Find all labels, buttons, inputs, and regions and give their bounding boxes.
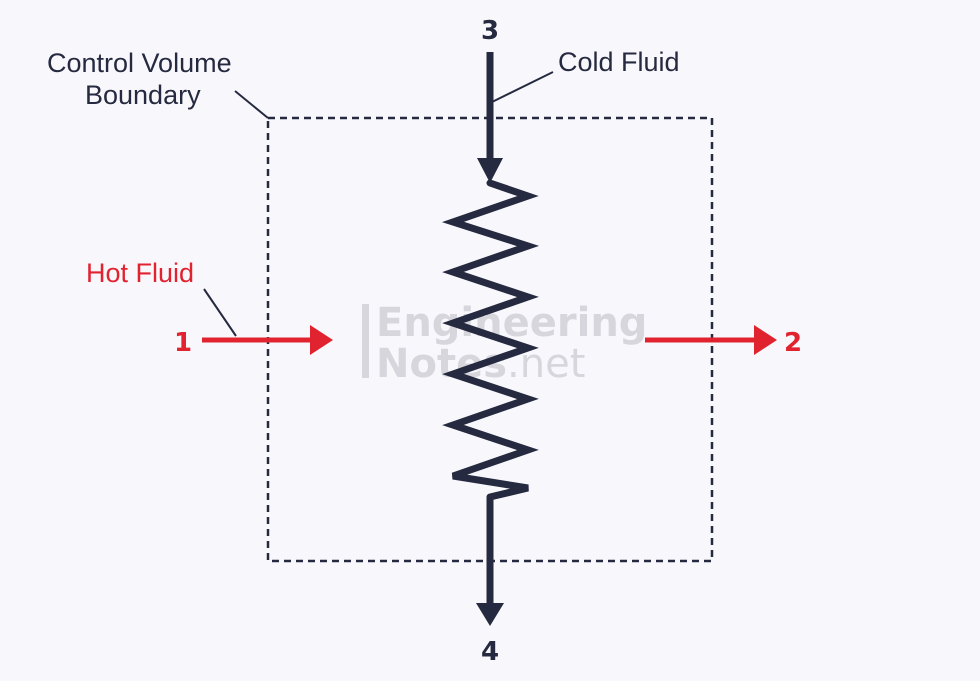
- hot-fluid-label: Hot Fluid: [86, 258, 194, 288]
- hot-fluid-leader-line: [203, 288, 237, 337]
- port-3-label: 3: [481, 16, 499, 46]
- hot-inlet-arrowhead: [310, 325, 333, 355]
- port-1-label: 1: [174, 328, 192, 358]
- watermark-bar: [362, 304, 369, 378]
- port-2-label: 2: [784, 328, 802, 358]
- cold-fluid-label: Cold Fluid: [558, 47, 680, 77]
- cold-inlet-arrowhead: [477, 158, 503, 183]
- watermark: Engineering Notes.net: [362, 300, 647, 387]
- port-4-label: 4: [481, 637, 499, 667]
- hot-outlet-arrowhead: [754, 325, 777, 355]
- watermark-line1: Engineering: [376, 300, 647, 346]
- boundary-label-line1: Control Volume: [47, 48, 232, 78]
- boundary-leader-line: [234, 90, 269, 119]
- heat-exchanger-coil: [441, 179, 540, 501]
- cold-fluid-leader-line: [491, 71, 554, 103]
- cold-outlet-arrowhead: [476, 603, 504, 626]
- boundary-label-line2: Boundary: [85, 80, 201, 110]
